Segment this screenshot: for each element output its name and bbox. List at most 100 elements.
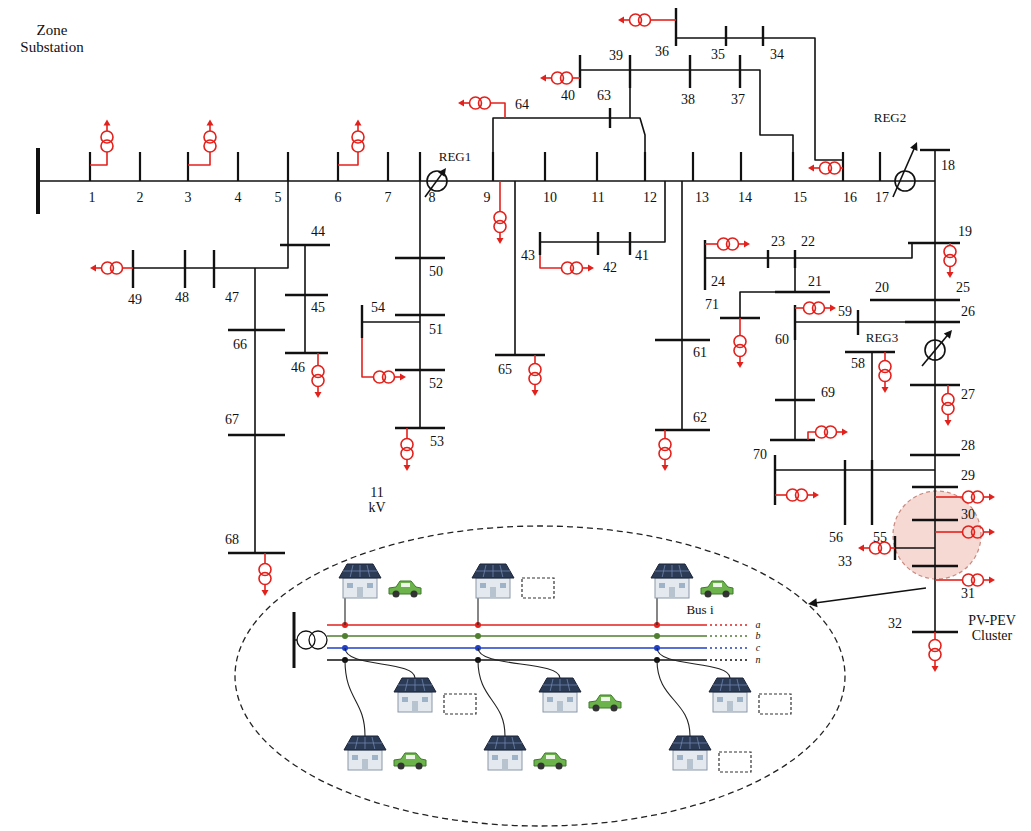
bus-bar <box>139 152 141 181</box>
bus-number: 3 <box>185 190 192 205</box>
car-wheel <box>556 763 563 770</box>
transformer-coil <box>929 649 941 661</box>
house-window <box>679 583 685 588</box>
bus-number: 67 <box>225 412 239 427</box>
bus-label: Bus i <box>686 603 713 617</box>
load-tap <box>90 152 107 165</box>
house-door <box>412 701 418 712</box>
cluster-highlight <box>893 491 981 579</box>
house-window <box>500 583 506 588</box>
transformer-coil <box>401 448 413 460</box>
transformer-coil <box>825 426 837 438</box>
pv-roof <box>339 564 381 578</box>
transformer-coil <box>972 491 984 503</box>
load-transformer <box>352 120 364 153</box>
pev-car <box>534 753 566 770</box>
pv-roof <box>669 736 711 750</box>
bus-number: 1 <box>89 190 96 205</box>
load-tap <box>534 355 536 364</box>
pev-car <box>701 581 733 598</box>
house-body <box>476 578 510 598</box>
pev-car <box>389 581 421 598</box>
pv-panel-line <box>343 571 377 572</box>
bus-bar <box>775 399 815 401</box>
bus-bar <box>908 242 960 244</box>
load-transformer <box>944 246 956 279</box>
bus-number: 6 <box>335 190 342 205</box>
bus-bar <box>792 152 794 181</box>
load-tap <box>947 385 949 394</box>
bus-number: 27 <box>961 387 975 402</box>
phase-conductor <box>705 647 748 649</box>
phase-label: a <box>756 620 761 630</box>
phase-label: c <box>756 643 760 653</box>
load-transformer <box>942 394 954 427</box>
car-wheel <box>416 763 423 770</box>
bus-number: 23 <box>771 234 785 249</box>
transformer-coil <box>312 375 324 387</box>
bus-number: 40 <box>561 88 575 103</box>
phase-conductor <box>327 659 705 661</box>
load-tap <box>935 579 963 581</box>
bus-bar <box>704 240 706 290</box>
phase-conductor <box>705 635 748 637</box>
house-window <box>677 755 683 760</box>
bus-number: 16 <box>843 190 857 205</box>
feeder-line <box>304 245 306 353</box>
load-transformer <box>929 640 941 673</box>
arrow-head <box>588 265 594 272</box>
bus-number: 52 <box>429 376 443 391</box>
feeder-line <box>681 181 683 430</box>
arrow-head <box>830 305 836 312</box>
arrow-head <box>989 577 995 584</box>
car-wheel <box>411 591 418 598</box>
pv-panel-line <box>348 743 382 744</box>
bus-bar <box>910 384 960 386</box>
arrow-head <box>813 492 819 499</box>
arrow-head <box>618 17 624 24</box>
phase-conductor <box>327 624 705 626</box>
bus-bar <box>870 299 960 301</box>
bus-bar <box>395 257 445 259</box>
house-door <box>557 701 563 712</box>
bus-number: 55 <box>873 530 887 545</box>
house-door <box>357 587 363 598</box>
arrow-head <box>262 590 269 596</box>
bus-number: 13 <box>695 190 709 205</box>
house-body <box>348 750 382 770</box>
bus-number: 10 <box>543 190 557 205</box>
load-tap <box>573 77 581 79</box>
bus-number: 66 <box>233 337 247 352</box>
bus-bar <box>544 152 546 181</box>
empty-pev-slot <box>522 578 554 598</box>
bus-bar <box>89 152 91 181</box>
load-tap <box>775 494 787 496</box>
house-door <box>502 759 508 770</box>
service-drop <box>478 648 560 678</box>
bus-number: 70 <box>753 447 767 462</box>
bus-bar <box>794 250 796 268</box>
bus-number: 60 <box>775 332 789 347</box>
bus-number: 8 <box>429 190 436 205</box>
empty-pev-slot <box>719 752 751 772</box>
substation-label: Zone Substation <box>10 22 94 55</box>
bus-number: 33 <box>838 554 852 569</box>
house-body <box>673 750 707 770</box>
service-drop <box>345 648 415 678</box>
house-door <box>727 701 733 712</box>
car-wheel <box>593 705 600 712</box>
transformer-coil <box>820 162 832 174</box>
pv-panel-line <box>476 571 510 572</box>
bus-bar <box>395 369 445 371</box>
regulator-label: REG3 <box>866 331 899 345</box>
load-transformer <box>204 120 216 153</box>
arrow-head <box>808 598 818 607</box>
bus-bar <box>775 291 830 293</box>
load-tap <box>884 352 886 361</box>
house-door <box>669 587 675 598</box>
bus-number: 20 <box>875 280 889 295</box>
bus-number: 58 <box>851 356 865 371</box>
bus-bar <box>912 519 958 521</box>
arrow-head <box>207 120 214 126</box>
